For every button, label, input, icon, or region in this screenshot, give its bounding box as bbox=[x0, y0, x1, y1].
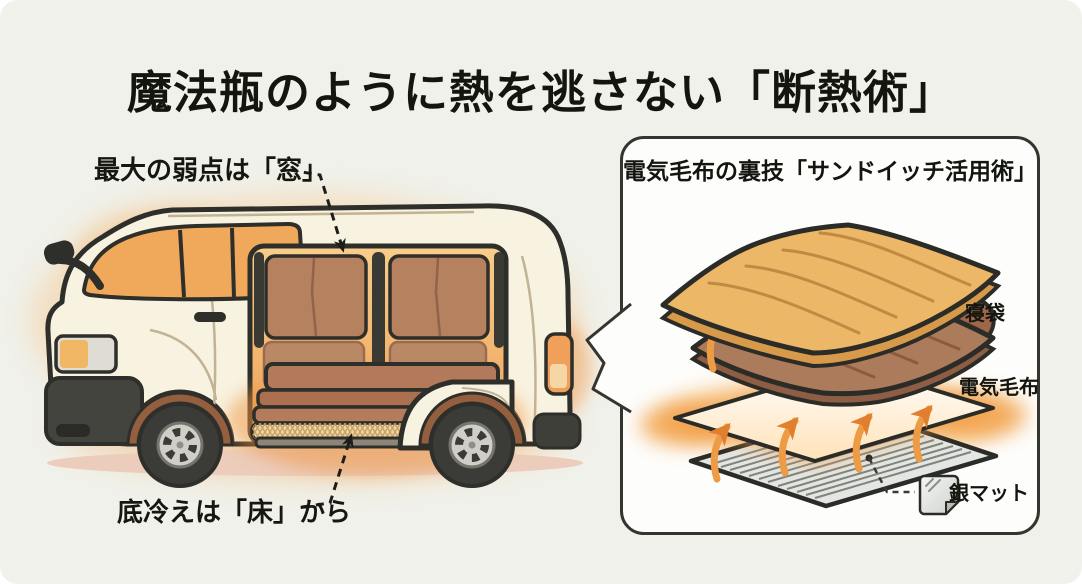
window-annotation-arrow bbox=[289, 168, 346, 253]
van-interior bbox=[226, 243, 526, 475]
panel-tail-pointer bbox=[585, 302, 632, 414]
floor-annotation-arrow bbox=[301, 433, 354, 509]
sleeping-bag-label: 寝袋 bbox=[965, 303, 1005, 325]
heat-arrows-lower bbox=[708, 404, 933, 483]
sandwich-panel: 電気毛布の裏技「サンドイッチ活用術」 bbox=[620, 136, 1040, 535]
silver-mat-label: 銀マット bbox=[949, 483, 1029, 505]
silver-mat-connector bbox=[865, 454, 915, 494]
floor-annotation: 底冷えは「床」から bbox=[117, 497, 352, 527]
rear-wheel bbox=[418, 391, 526, 488]
quilt-top-layer bbox=[659, 222, 1002, 369]
window-annotation: 最大の弱点は「窓」 bbox=[94, 155, 329, 185]
page-title: 魔法瓶のように熱を逃さない「断熱術」 bbox=[126, 67, 955, 119]
electric-blanket-label: 電気毛布 bbox=[959, 377, 1039, 399]
panel-title: 電気毛布の裏技「サンドイッチ活用術」 bbox=[623, 158, 1037, 184]
layers-illustration bbox=[640, 222, 1027, 516]
front-wheel bbox=[126, 391, 234, 488]
door-handle bbox=[194, 312, 226, 322]
tail-light bbox=[544, 332, 574, 396]
headlight bbox=[54, 334, 118, 374]
front-bumper bbox=[44, 376, 144, 446]
rear-bumper bbox=[532, 412, 582, 450]
side-mirror bbox=[43, 240, 104, 290]
silver-mat-icon bbox=[918, 474, 960, 516]
